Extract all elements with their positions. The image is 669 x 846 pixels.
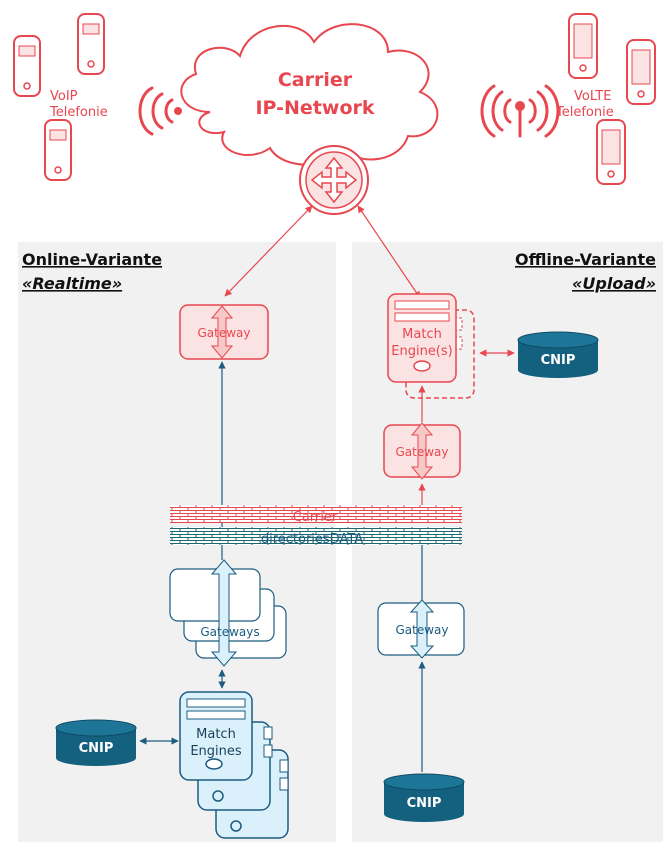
right-gateway-blue: Gateway: [377, 599, 465, 659]
left-gateways-label: Gateways: [200, 625, 259, 639]
right-gateway-blue-label: Gateway: [395, 623, 448, 637]
right-top-cnip-label: CNIP: [541, 353, 576, 368]
right-gateway-red-label: Gateway: [395, 445, 448, 459]
right-match-line1: Match: [402, 327, 442, 342]
antenna-icon: [480, 84, 560, 138]
left-cnip-database: CNIP: [55, 719, 137, 766]
voip-line1: VoIP: [50, 89, 78, 104]
router-left-connector: [224, 205, 313, 297]
left-gateway-label: Gateway: [197, 326, 250, 340]
phone-icon: [13, 35, 41, 97]
offline-subtitle: «Upload»: [572, 274, 656, 293]
online-title: Online-Variante: [22, 250, 162, 269]
phone-icon: [626, 39, 656, 105]
volte-line1: VoLTE: [574, 89, 611, 104]
right-match-line2: Engine(s): [391, 344, 452, 359]
left-match-line2: Engines: [190, 744, 242, 759]
phone-icon: [596, 119, 626, 185]
left-gateway: Gateway: [179, 304, 269, 360]
right-bottom-cnip-database: CNIP: [383, 773, 465, 822]
left-gateways: Gateways: [169, 559, 287, 667]
carrier-cloud: Carrier IP-Network: [180, 23, 439, 166]
router-right-connector: [357, 205, 421, 299]
right-match-engine: Match Engine(s): [387, 293, 475, 399]
left-cnip-label: CNIP: [79, 741, 114, 756]
voip-line2: Telefonie: [49, 105, 108, 120]
cloud-line1: Carrier: [278, 69, 353, 91]
cloud-line2: IP-Network: [255, 97, 374, 119]
phone-icon: [77, 13, 105, 75]
firewall-carrier-label: Carrier: [293, 510, 338, 525]
online-subtitle: «Realtime»: [22, 274, 122, 293]
right-top-cnip-database: CNIP: [517, 331, 599, 378]
right-gateway-red: Gateway: [383, 422, 461, 480]
offline-title: Offline-Variante: [515, 250, 656, 269]
signal-icon: [138, 86, 182, 136]
volte-line2: Telefonie: [555, 105, 614, 120]
firewall: Carrier directoriesDATA: [170, 505, 462, 547]
phone-icon: [44, 119, 72, 181]
right-bottom-cnip-label: CNIP: [407, 796, 442, 811]
phone-icon: [568, 13, 598, 79]
firewall-directories-label: directoriesDATA: [261, 532, 363, 547]
left-match-line1: Match: [196, 727, 236, 742]
left-match-engines: Match Engines: [179, 691, 289, 839]
router-icon: [299, 145, 369, 215]
